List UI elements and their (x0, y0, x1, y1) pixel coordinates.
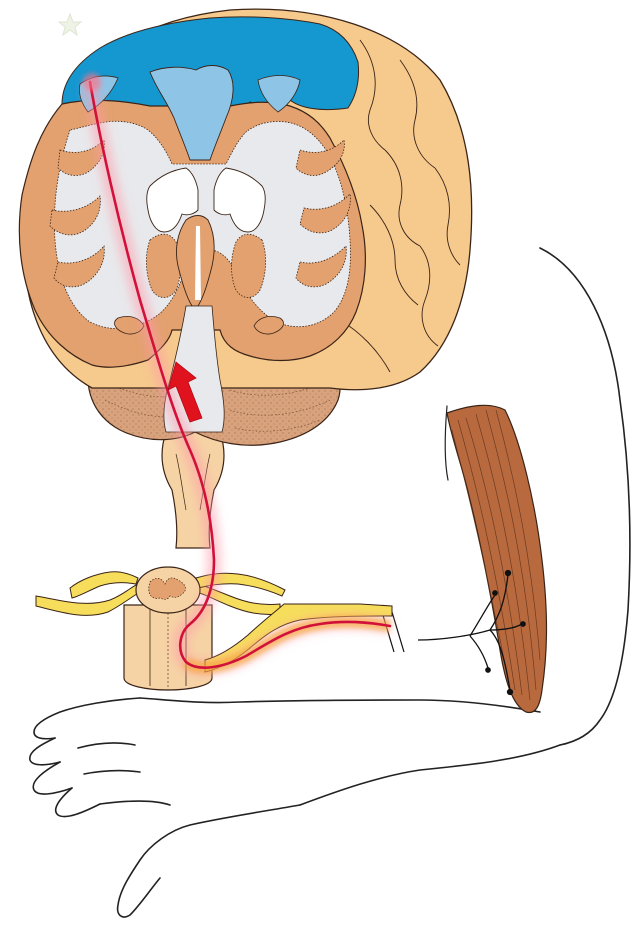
star-icon (59, 14, 81, 35)
biceps-muscle (447, 405, 547, 712)
cerebrum (19, 9, 471, 432)
spinal-cord-cross-section (136, 567, 200, 613)
